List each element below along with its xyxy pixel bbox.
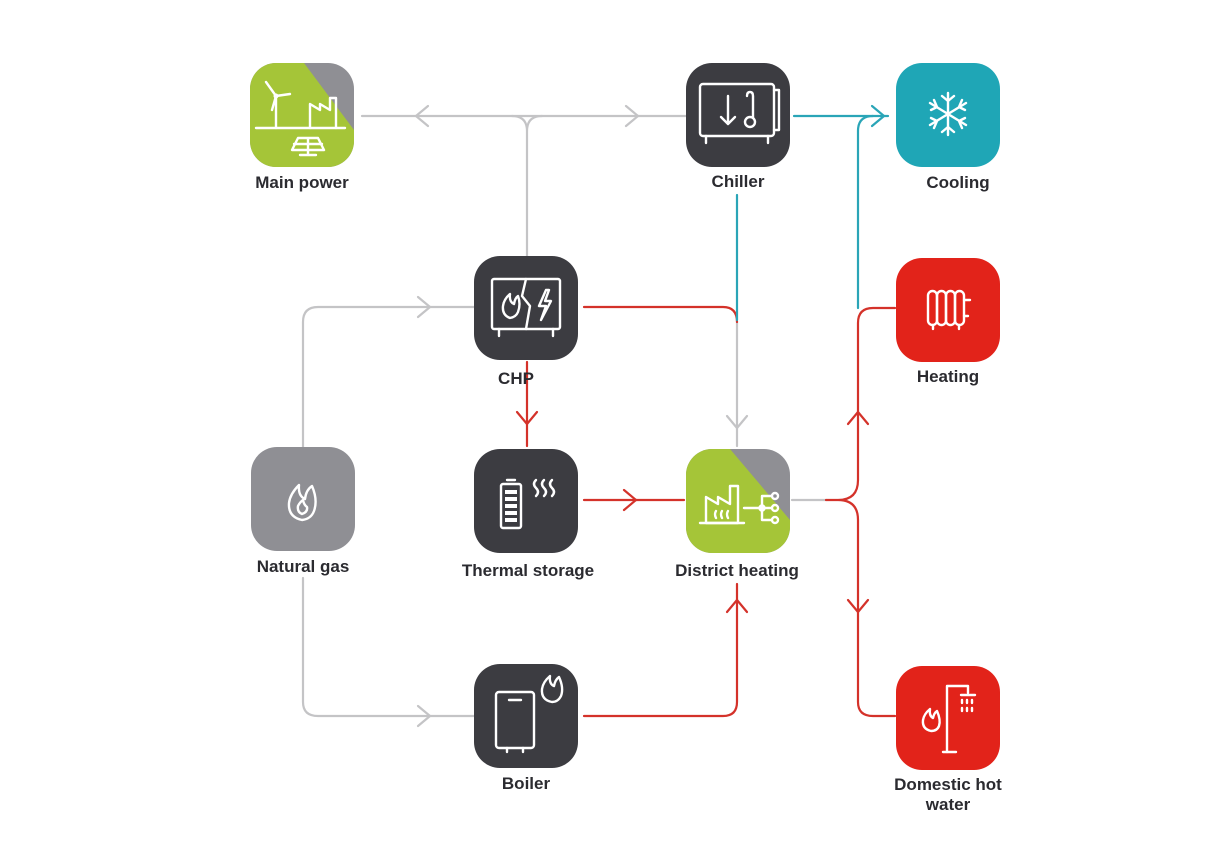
arrow-to-heating: [846, 410, 870, 426]
node-chp: CHP: [474, 256, 578, 388]
label-natural-gas: Natural gas: [257, 557, 350, 576]
label-cooling: Cooling: [926, 173, 989, 192]
connector-district-split: [824, 306, 897, 718]
boiler-icon: [494, 674, 564, 754]
connector-gas-chp: [301, 305, 476, 449]
arrow-storage-district: [622, 488, 638, 512]
label-main-power: Main power: [255, 173, 349, 192]
radiator-icon: [926, 289, 972, 331]
node-main-power: Main power: [250, 63, 354, 192]
snowflake-icon: [928, 91, 968, 137]
arrow-chp-storage: [515, 410, 539, 426]
node-natural-gas: Natural gas: [251, 447, 355, 576]
battery-heat-icon: [499, 478, 556, 530]
arrow-to-hotwater: [846, 598, 870, 614]
arrow-gas-boiler: [416, 704, 432, 728]
factory-network-icon: [698, 484, 780, 525]
connector-gas-boiler: [301, 576, 476, 718]
label-boiler: Boiler: [502, 774, 551, 793]
arrow-to-mainpower: [414, 104, 430, 128]
connector-chp-riser: [510, 114, 544, 258]
wind-turbine-factory-solar-icon: [254, 80, 347, 157]
node-domestic-hot-water: Domestic hot water: [894, 666, 1002, 814]
shower-flame-icon: [921, 684, 977, 754]
label-district-heating: District heating: [675, 561, 799, 580]
arrow-gas-chp: [416, 295, 432, 319]
label-chiller: Chiller: [712, 172, 765, 191]
node-boiler: Boiler: [474, 664, 578, 793]
chiller-thermometer-icon: [698, 82, 781, 145]
label-heating: Heating: [917, 367, 979, 386]
arrow-boiler-district: [725, 598, 749, 614]
arrow-to-cooling: [870, 104, 886, 128]
node-heating: Heating: [896, 258, 1000, 386]
connector-chp-district: [582, 305, 739, 324]
node-district-heating: District heating: [675, 449, 799, 580]
connectors: [301, 104, 897, 728]
node-thermal-storage: Thermal storage: [462, 449, 594, 580]
connector-teal-riser: [856, 114, 875, 310]
label-chp: CHP: [498, 369, 534, 388]
arrow-into-district-gray: [725, 414, 749, 430]
label-domestic-hot-water-line1: Domestic hot: [894, 775, 1002, 794]
node-chiller: Chiller: [686, 63, 790, 191]
arrow-to-chiller: [624, 104, 640, 128]
connector-boiler-district: [582, 582, 739, 718]
node-cooling: Cooling: [896, 63, 1000, 192]
label-thermal-storage: Thermal storage: [462, 561, 594, 580]
flame-lightning-icon: [490, 277, 562, 338]
label-domestic-hot-water-line2: water: [925, 795, 971, 814]
flame-icon: [287, 483, 317, 522]
